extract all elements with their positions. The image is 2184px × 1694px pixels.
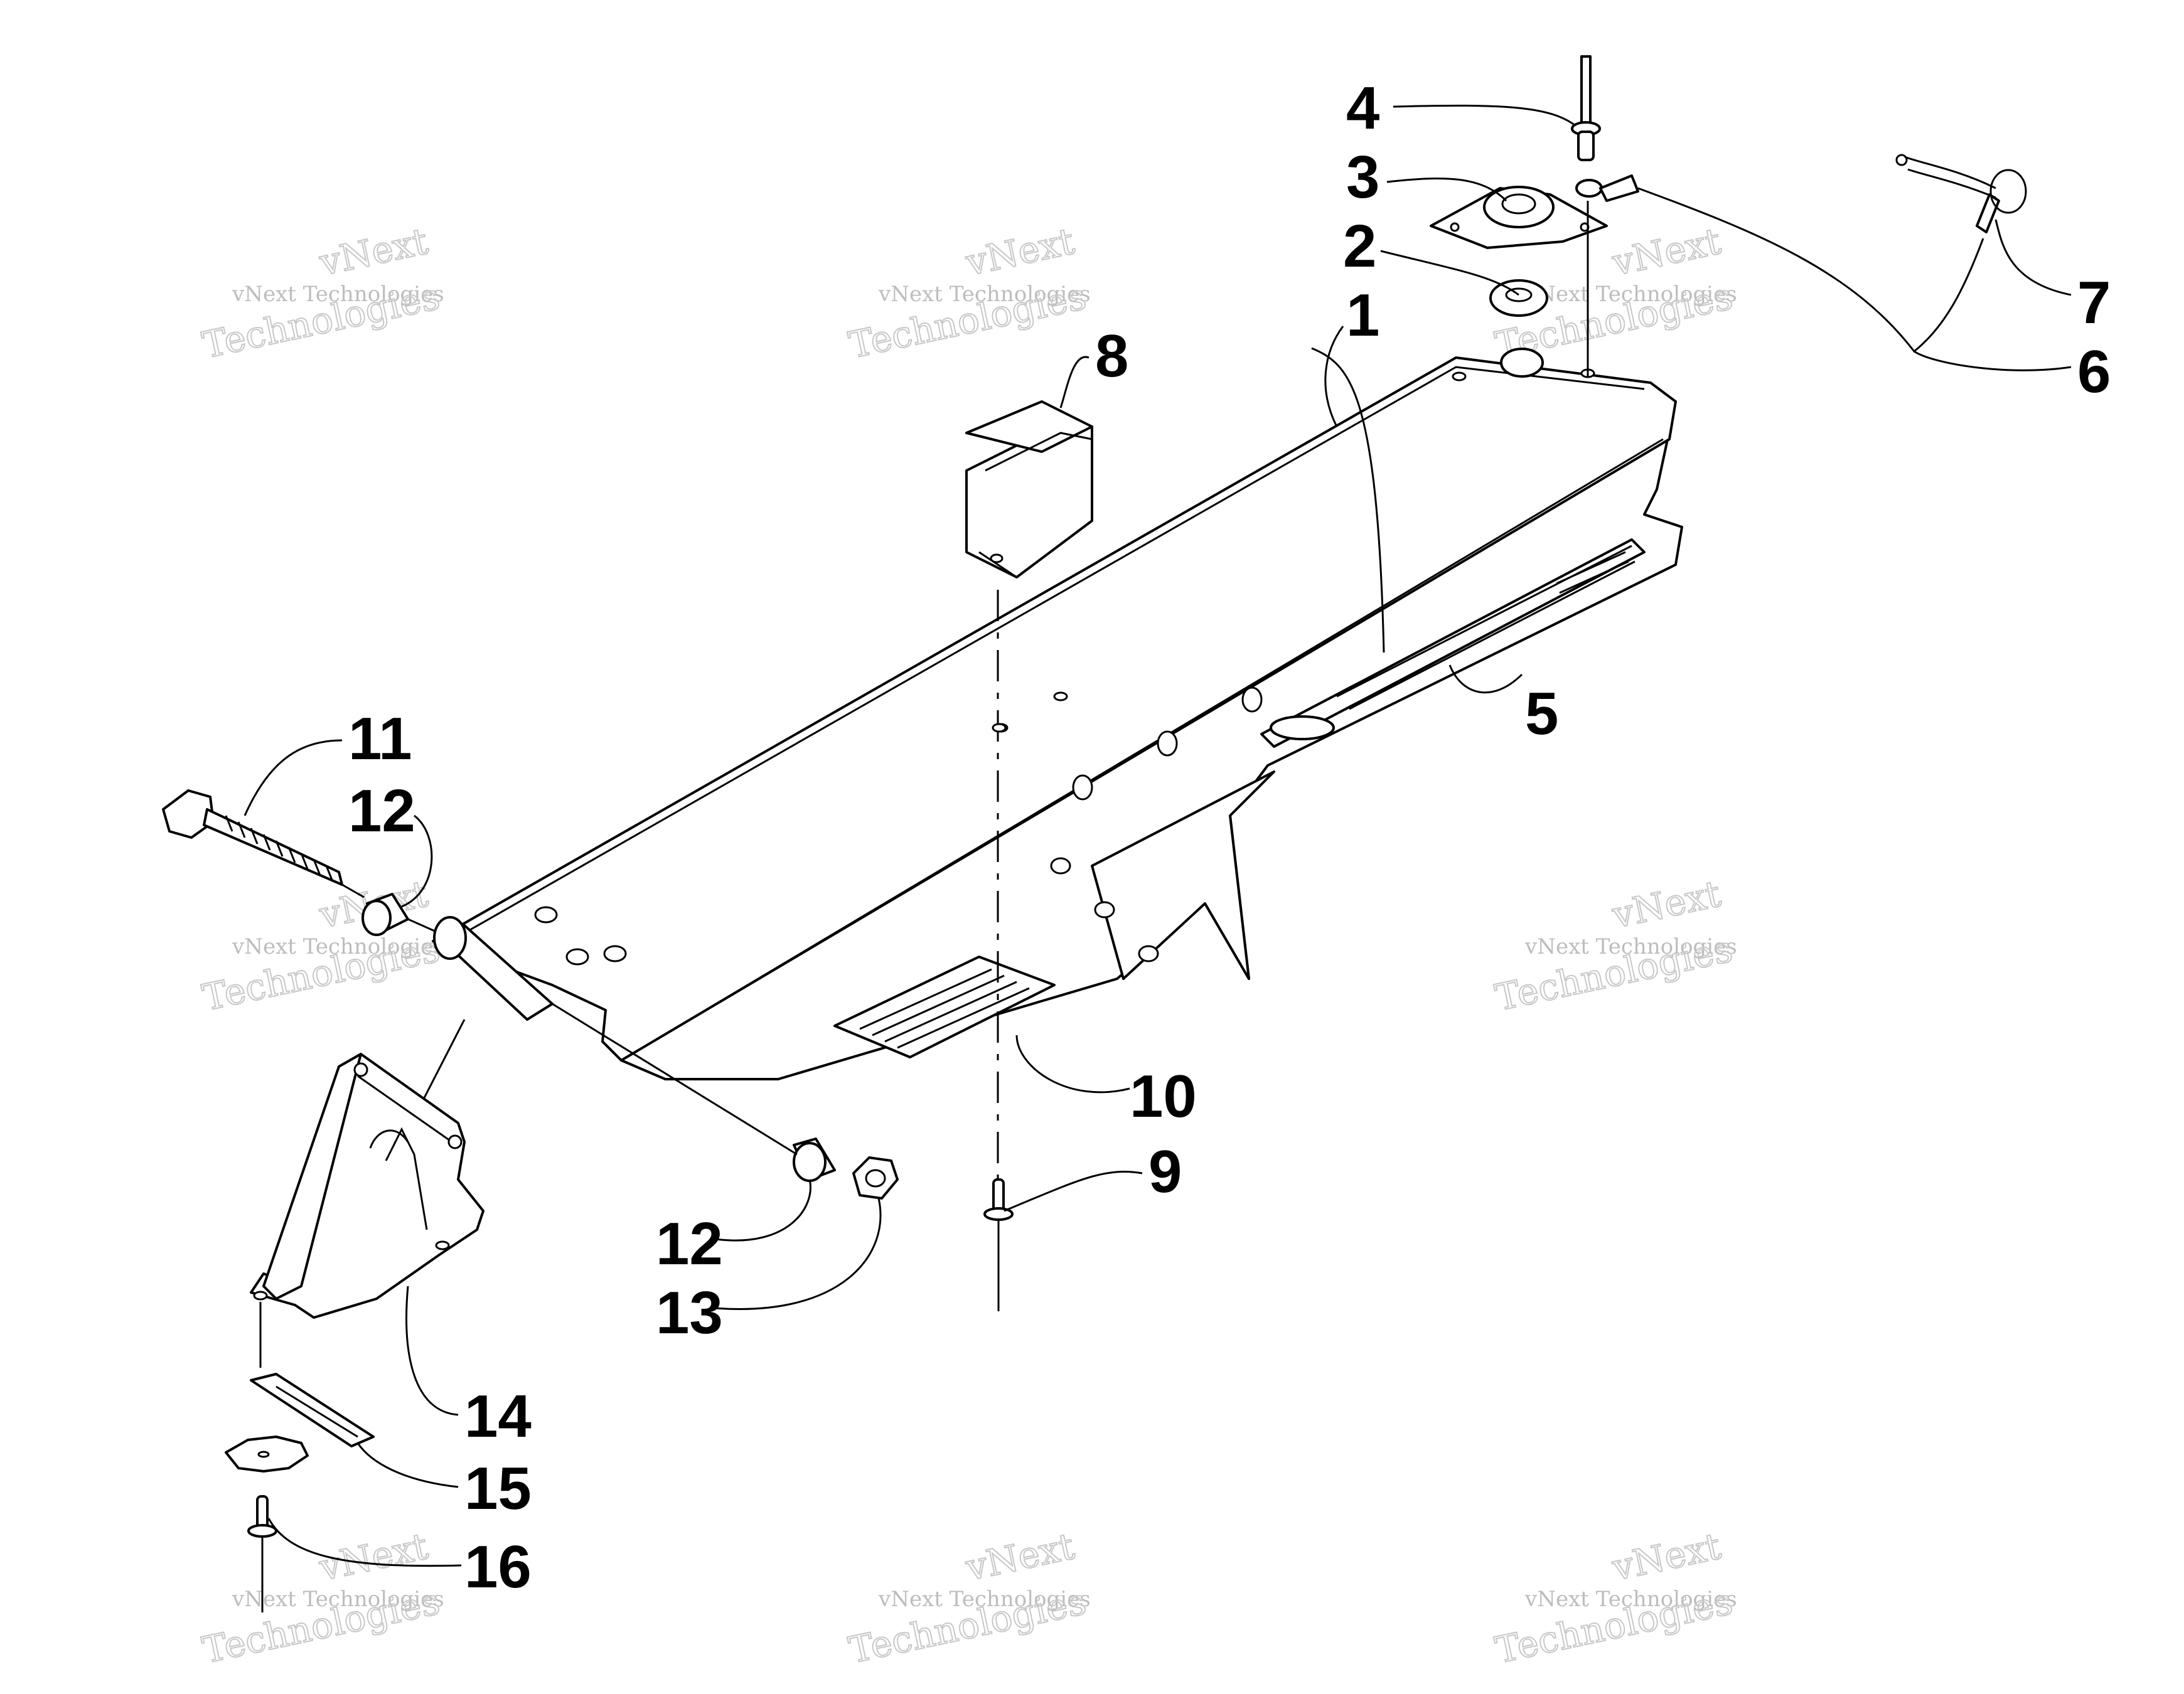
rivet-part — [983, 1178, 1014, 1311]
svg-text:vNext: vNext — [1608, 872, 1724, 937]
slide-plate-part — [250, 1373, 375, 1447]
callout-3: 3 — [1346, 144, 1379, 211]
bolt-part — [162, 789, 365, 898]
rail-hole — [1241, 686, 1263, 713]
svg-text:vNext Technologies: vNext Technologies — [232, 934, 444, 959]
rail-hole — [1138, 945, 1159, 962]
warning-decal-part — [833, 956, 1056, 1058]
callout-15: 15 — [464, 1455, 532, 1522]
tether-cable-part — [1637, 187, 1984, 353]
rivet-part — [247, 1495, 277, 1612]
rail-hole — [565, 948, 589, 966]
grommet-seat — [1500, 348, 1544, 378]
hair-pin-clip-part — [1895, 154, 2027, 233]
watermark: vNext vNext Technologies Technologies — [198, 871, 444, 1020]
svg-text:vNext: vNext — [1608, 220, 1724, 284]
watermark: vNext vNext Technologies Technologies — [198, 219, 444, 367]
tether-ring — [1575, 179, 1603, 198]
svg-text:vNext Technologies: vNext Technologies — [1524, 934, 1737, 959]
leader-lines — [244, 104, 2072, 1567]
rail-hole — [1157, 730, 1178, 757]
callout-9: 9 — [1148, 1138, 1182, 1205]
decal-logo — [1270, 715, 1335, 740]
svg-text:vNext: vNext — [315, 220, 431, 284]
callout-1: 1 — [1346, 282, 1379, 349]
callout-10: 10 — [1130, 1063, 1197, 1130]
roller-tube — [400, 916, 798, 1156]
callout-16: 16 — [464, 1533, 532, 1601]
callout-4: 4 — [1346, 75, 1379, 142]
callout-2: 2 — [1343, 213, 1376, 280]
callout-12: 12 — [348, 777, 415, 844]
svg-text:vNext: vNext — [315, 1525, 431, 1589]
svg-text:vNext Technologies: vNext Technologies — [878, 282, 1091, 307]
clip-bracket-part — [965, 400, 1093, 578]
rail-hole — [1094, 901, 1115, 919]
support-bracket-part — [250, 1053, 484, 1368]
decal-part — [1260, 538, 1646, 748]
callout-5: 5 — [1525, 680, 1558, 747]
callout-6: 6 — [2077, 338, 2111, 405]
bushing-part — [793, 1137, 836, 1182]
callout-11: 11 — [348, 705, 412, 772]
rail-flange-notch — [1091, 770, 1275, 980]
watermark: vNext vNext Technologies Technologies — [1491, 1524, 1737, 1672]
svg-text:vNext Technologies: vNext Technologies — [1524, 1587, 1737, 1612]
main-rail-part — [432, 348, 1683, 1080]
pin-part — [1580, 55, 1592, 127]
rail-hole — [1050, 857, 1071, 875]
watermark: vNext vNext Technologies Technologies — [1491, 871, 1737, 1020]
callout-14: 14 — [464, 1383, 532, 1450]
svg-text:vNext Technologies: vNext Technologies — [232, 1587, 444, 1612]
rail-hole — [534, 906, 558, 924]
callouts: 1 2 3 4 5 6 7 8 9 10 11 12 12 13 14 15 1… — [348, 75, 2111, 1601]
nut-part — [852, 1156, 899, 1200]
svg-text:vNext: vNext — [961, 1525, 1078, 1589]
watermark: vNext vNext Technologies Technologies — [198, 1524, 444, 1672]
svg-text:vNext Technologies: vNext Technologies — [878, 1587, 1091, 1612]
rail-hole — [1452, 371, 1467, 381]
callout-12: 12 — [656, 1210, 723, 1277]
bushing-part — [361, 893, 437, 936]
rail-hole — [1072, 774, 1093, 801]
callout-7: 7 — [2077, 269, 2111, 336]
rail-hole — [603, 945, 627, 962]
callout-13: 13 — [656, 1279, 723, 1346]
svg-text:vNext Technologies: vNext Technologies — [232, 282, 444, 307]
callout-8: 8 — [1095, 322, 1128, 390]
rail-top-face — [432, 356, 1677, 1062]
svg-text:vNext: vNext — [1608, 1525, 1724, 1589]
svg-text:vNext: vNext — [961, 220, 1078, 284]
star-washer-part — [225, 1436, 309, 1473]
watermark: vNext vNext Technologies Technologies — [845, 1524, 1091, 1672]
watermark: vNext vNext Technologies Technologies — [845, 219, 1091, 367]
svg-text:vNext Technologies: vNext Technologies — [1524, 282, 1737, 307]
rail-hole — [1053, 691, 1068, 701]
